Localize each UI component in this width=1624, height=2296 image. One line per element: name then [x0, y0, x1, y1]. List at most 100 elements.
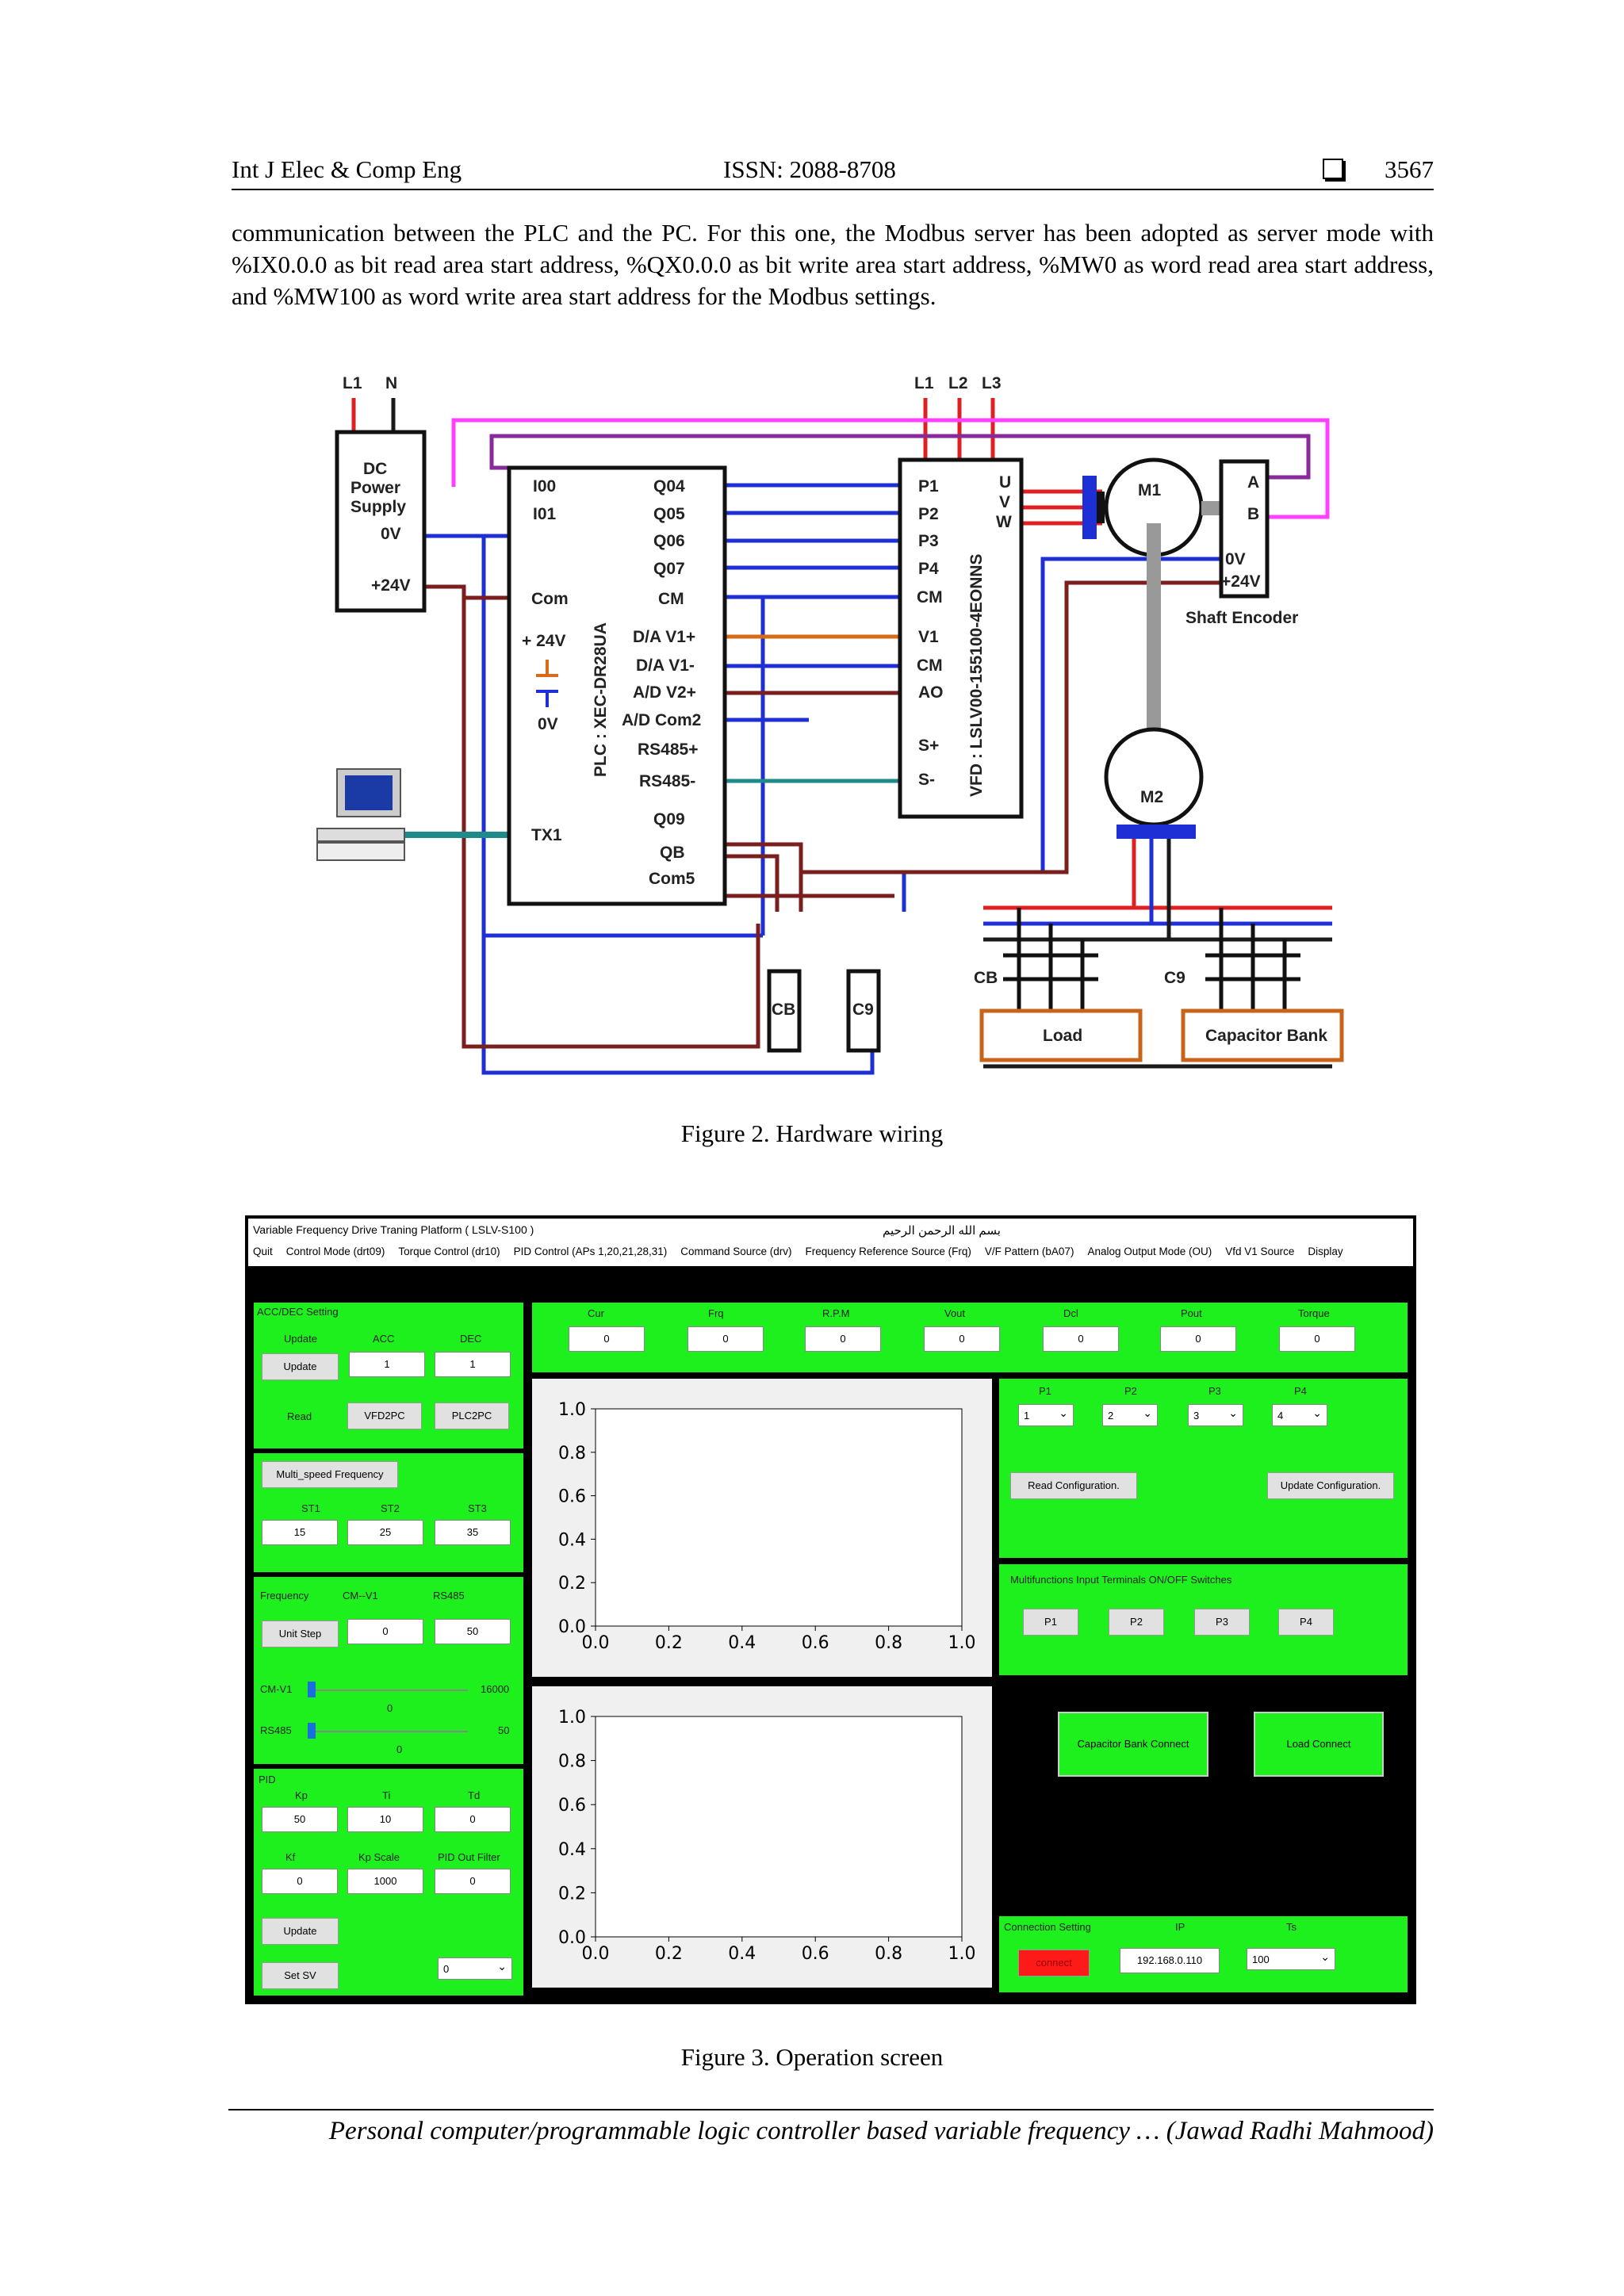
menu-analog-output[interactable]: Analog Output Mode (OU) [1087, 1246, 1212, 1257]
page-number: 3567 [1385, 155, 1434, 183]
update-configuration-button[interactable]: Update Configuration. [1267, 1472, 1394, 1499]
page-footer: Personal computer/programmable logic con… [228, 2109, 1434, 2146]
cmv1-slider-thumb[interactable] [308, 1682, 316, 1697]
connect-button[interactable]: connect [1018, 1950, 1090, 1976]
hardware-wiring-diagram: DC Power Supply 0V +24V L1 N L1 L2 L3 I0… [316, 374, 1344, 1075]
dc-24v: +24V [371, 576, 411, 595]
slider2-label: RS485 [260, 1724, 292, 1736]
capacitor-bank-connect-button[interactable]: Capacitor Bank Connect [1058, 1712, 1208, 1777]
c9-coil: C9 [852, 1001, 874, 1019]
ti-input[interactable]: 10 [347, 1807, 423, 1832]
p4-select[interactable]: 4 [1272, 1402, 1327, 1426]
plot-area [595, 1716, 963, 1938]
vfd-p3: P3 [918, 532, 939, 550]
p1-select[interactable]: 1 [1018, 1402, 1074, 1426]
multi-speed-button[interactable]: Multi_speed Frequency [262, 1461, 398, 1488]
menu-vf-pattern[interactable]: V/F Pattern (bA07) [984, 1246, 1074, 1257]
acc-input[interactable]: 1 [349, 1352, 425, 1377]
ip-input[interactable]: 192.168.0.110 [1120, 1948, 1220, 1973]
plc-q04: Q04 [653, 477, 685, 496]
acc-update-button[interactable]: Update [262, 1353, 339, 1380]
pid-panel: PID Kp Ti Td 50 10 0 Kf Kp Scale PID Out… [254, 1769, 523, 1996]
ts-select[interactable]: 100 [1247, 1946, 1335, 1970]
cmv1-input[interactable]: 0 [347, 1619, 423, 1644]
menu-quit[interactable]: Quit [253, 1246, 273, 1257]
c9-contact: C9 [1164, 969, 1185, 987]
plc-q09: Q09 [653, 810, 685, 828]
capacitor-bank-label: Capacitor Bank [1205, 1027, 1327, 1045]
menu-vfd-v1-source[interactable]: Vfd V1 Source [1225, 1246, 1295, 1257]
x-tick-label: 0.8 [875, 1633, 902, 1653]
dc-label-2: Power [350, 479, 400, 497]
y-tick-label: 0.6 [558, 1487, 586, 1507]
vfd-p4: P4 [918, 560, 939, 578]
acc-dec-panel: ACC/DEC Setting Update ACC DEC Update 1 … [254, 1303, 523, 1448]
st2-input[interactable]: 25 [347, 1520, 423, 1545]
plot-area [595, 1408, 963, 1627]
vfd-cm: CM [917, 588, 943, 607]
rs485-slider[interactable] [309, 1731, 468, 1732]
plc2pc-button[interactable]: PLC2PC [435, 1402, 509, 1429]
x-tick-label: 0.2 [655, 1633, 683, 1653]
menu-torque-control[interactable]: Torque Control (dr10) [398, 1246, 500, 1257]
x-tick-label: 1.0 [948, 1944, 976, 1964]
p4-label: P4 [1294, 1385, 1307, 1397]
p3-switch-button[interactable]: P3 [1194, 1609, 1250, 1636]
vfd-u: U [999, 473, 1011, 492]
shaft-encoder-label: Shaft Encoder [1185, 609, 1298, 627]
pid-out-input[interactable]: 0 [435, 1869, 511, 1894]
monitor-panel: Cur Frq R.P.M Vout Dcl Pout Torque 0 0 0… [532, 1303, 1408, 1372]
plc-rs485p: RS485+ [638, 740, 698, 759]
vfd2pc-button[interactable]: VFD2PC [347, 1402, 422, 1429]
st3-input[interactable]: 35 [435, 1520, 511, 1545]
figure3-caption: Figure 3. Operation screen [680, 2043, 944, 2071]
x-tick-label: 0.6 [802, 1633, 829, 1653]
load-connect-button[interactable]: Load Connect [1254, 1712, 1384, 1777]
pid-update-button[interactable]: Update [262, 1918, 339, 1945]
plc-q06: Q06 [653, 532, 685, 550]
ts-label: Ts [1286, 1921, 1297, 1933]
kf-input[interactable]: 0 [262, 1869, 338, 1894]
p4-switch-button[interactable]: P4 [1278, 1609, 1334, 1636]
vfd-sm: S- [918, 771, 935, 789]
operation-screen: Variable Frequency Drive Traning Platfor… [245, 1215, 1416, 2004]
p2-select[interactable]: 2 [1102, 1402, 1158, 1426]
kp-scale-label: Kp Scale [358, 1851, 400, 1863]
acc-dec-title: ACC/DEC Setting [257, 1306, 339, 1318]
ops-arabic: بسم الله الرحمن الرحيم [883, 1224, 1001, 1238]
ops-title: Variable Frequency Drive Traning Platfor… [253, 1223, 534, 1236]
vfd-w: W [996, 513, 1012, 531]
l1-label: L1 [343, 374, 362, 392]
frequency-label: Frequency [260, 1590, 309, 1601]
menu-control-mode[interactable]: Control Mode (drt09) [285, 1246, 385, 1257]
unit-step-button[interactable]: Unit Step [262, 1621, 339, 1647]
menu-vfd-monitoring[interactable]: VFD Monitoring [253, 1265, 327, 1276]
kp-input[interactable]: 50 [262, 1807, 338, 1832]
frq-label: Frq [708, 1307, 724, 1319]
motor-m2: M2 [1140, 788, 1163, 806]
menu-command-source[interactable]: Command Source (drv) [680, 1246, 792, 1257]
menu-freq-ref[interactable]: Frequency Reference Source (Frq) [805, 1246, 971, 1257]
st1-input[interactable]: 15 [262, 1520, 338, 1545]
menu-display[interactable]: Display [1308, 1246, 1343, 1257]
vout-label: Vout [944, 1307, 966, 1319]
enc-24v: +24V [1221, 572, 1261, 591]
p3-select[interactable]: 3 [1188, 1402, 1243, 1426]
sv-select[interactable]: 0 [438, 1955, 512, 1980]
dec-input[interactable]: 1 [435, 1352, 511, 1377]
cmv1-slider[interactable] [309, 1689, 468, 1691]
kp-scale-input[interactable]: 1000 [347, 1869, 423, 1894]
rs485-input[interactable]: 50 [435, 1619, 511, 1644]
p2-switch-button[interactable]: P2 [1109, 1609, 1164, 1636]
menu-pid-control[interactable]: PID Control (APs 1,20,21,28,31) [513, 1246, 668, 1257]
read-configuration-button[interactable]: Read Configuration. [1010, 1472, 1137, 1499]
rs485-slider-thumb[interactable] [308, 1723, 316, 1739]
page-header: Int J Elec & Comp Eng ISSN: 2088-8708 35… [232, 154, 1434, 190]
x-tick-label: 0.4 [728, 1944, 756, 1964]
cur-value: 0 [569, 1326, 645, 1352]
set-sv-button[interactable]: Set SV [262, 1962, 339, 1989]
td-input[interactable]: 0 [435, 1807, 511, 1832]
l1b-label: L1 [914, 374, 934, 392]
td-label: Td [468, 1789, 481, 1801]
p1-switch-button[interactable]: P1 [1023, 1609, 1078, 1636]
